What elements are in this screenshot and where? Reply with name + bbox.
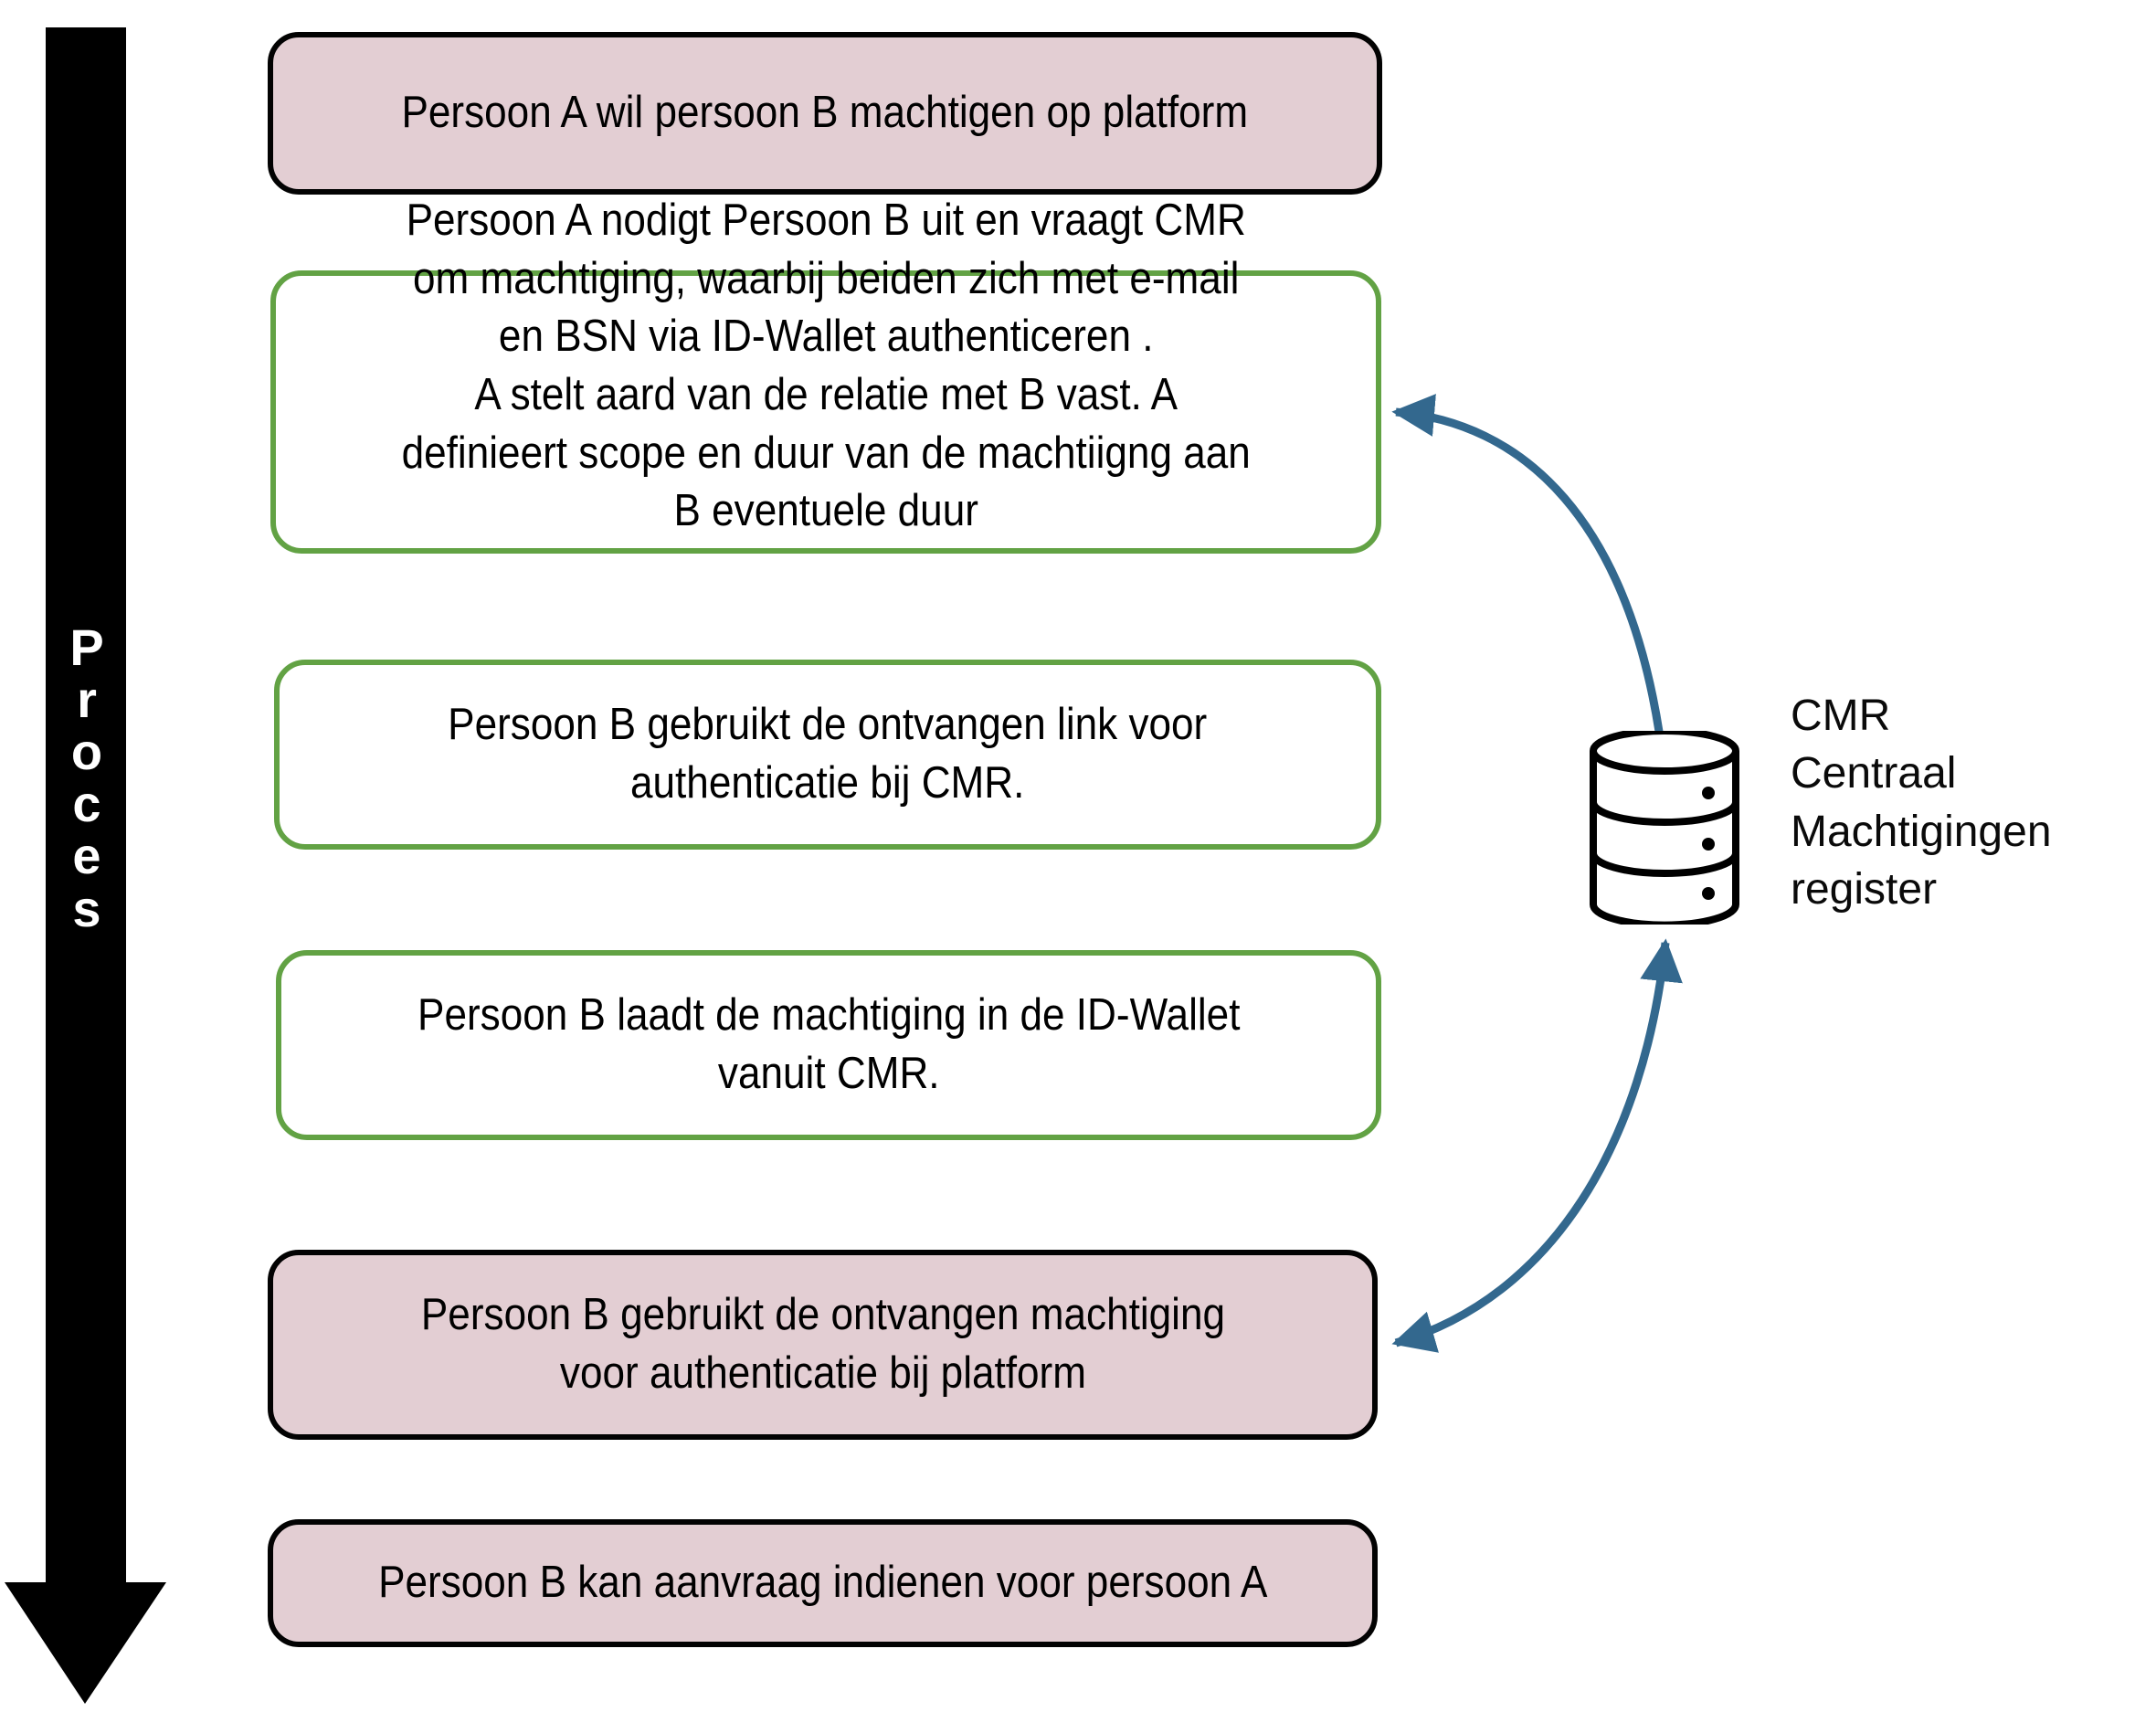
process-step-box-3[interactable]: Persoon B gebruikt de ontvangen link voo… [274,660,1381,850]
process-step-box-2[interactable]: Persoon A nodigt Persoon B uit en vraagt… [270,196,1381,554]
process-step-text-6: Persoon B kan aanvraag indienen voor per… [377,1558,1268,1608]
process-step-text-5: Persoon B gebruikt de ontvangen machtigi… [420,1290,1225,1398]
process-step-text-3: Persoon B gebruikt de ontvangen link voo… [448,700,1208,808]
datastore-label: CMR Centraal Machtigingen register [1791,692,2052,914]
process-step-box-1[interactable]: Persoon A wil persoon B machtigen op pla… [268,32,1382,195]
connector-step2-to-datastore [1391,394,1682,777]
process-step-text-1: Persoon A wil persoon B machtigen op pla… [401,88,1249,138]
process-arrow [5,27,166,1704]
process-step-box-5[interactable]: Persoon B gebruikt de ontvangen machtigi… [268,1250,1378,1440]
database-cylinder-icon [1590,731,1739,925]
process-step-box-4[interactable]: Persoon B laadt de machtiging in de ID-W… [276,950,1381,1140]
process-step-box-6[interactable]: Persoon B kan aanvraag indienen voor per… [268,1519,1378,1647]
connector-datastore-to-step5 [1391,938,1683,1353]
process-step-text-4: Persoon B laadt de machtiging in de ID-W… [417,990,1241,1098]
process-step-text-2: Persoon A nodigt Persoon B uit en vraagt… [401,196,1251,536]
